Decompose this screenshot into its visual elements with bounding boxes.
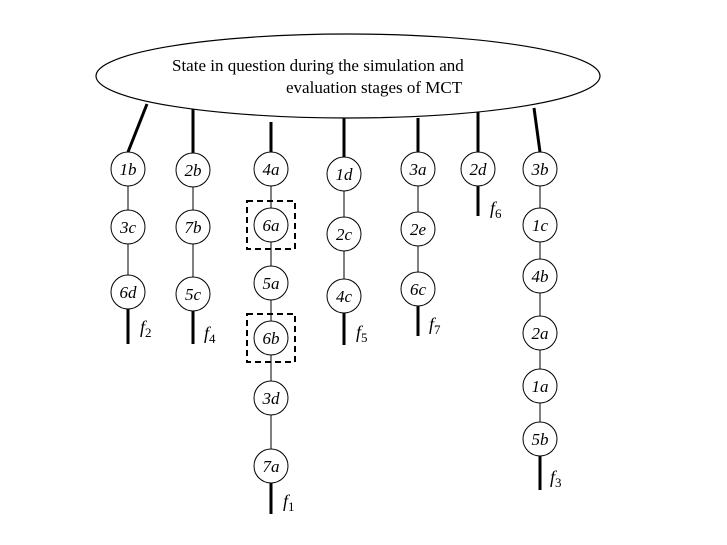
state-node-circle [522,207,558,243]
state-node-label: 3c [119,218,137,237]
terminal-label: f5 [356,322,368,345]
state-node-label: 2d [470,160,488,179]
root-state-text-line2: evaluation stages of MCT [286,78,463,97]
state-node-circle [522,151,558,187]
state-node-label: 7b [185,218,202,237]
terminal-label: f6 [490,198,502,221]
branch-connector [532,107,542,153]
state-node-circle [253,265,289,301]
terminal-label: f7 [429,314,441,337]
state-node-circle [522,315,558,351]
state-node-circle [400,211,436,247]
terminal-label: f1 [283,491,295,514]
state-node-label: 5b [532,430,549,449]
state-node-label: 3b [531,160,549,179]
highlight-box [246,313,296,363]
state-node-label: 3d [262,389,281,408]
state-node-circle [253,380,289,416]
branch-connector [126,103,149,153]
state-node-circle [175,209,211,245]
state-node-circle [110,209,146,245]
terminal-label: f3 [550,467,562,490]
root-state-ellipse [95,33,601,119]
state-node-label: 4c [336,287,353,306]
state-node-circle [110,151,146,187]
state-node-label: 5c [185,285,202,304]
state-node-label: 7a [263,457,280,476]
state-node-label: 2b [185,161,202,180]
state-node-label: 4b [532,267,549,286]
state-node-label: 2a [532,324,549,343]
state-node-circle [400,151,436,187]
state-node-label: 6c [410,280,427,299]
highlight-box [246,200,296,250]
state-node-label: 6b [263,329,280,348]
state-node-label: 6d [120,283,138,302]
state-node-label: 5a [263,274,280,293]
terminal-label: f2 [140,317,152,340]
root-state-text-line1: State in question during the simulation … [172,56,464,75]
state-node-label: 1a [532,377,549,396]
state-node-circle [326,216,362,252]
state-node-circle [522,258,558,294]
state-node-circle [326,156,362,192]
state-node-label: 3a [409,160,427,179]
state-node-label: 1b [120,160,137,179]
state-node-label: 2e [410,220,427,239]
state-node-label: 2c [336,225,353,244]
state-node-circle [253,151,289,187]
state-node-label: 1c [532,216,549,235]
state-node-circle [522,368,558,404]
state-node-label: 1d [336,165,354,184]
state-node-circle [253,320,289,356]
state-node-label: 6a [263,216,280,235]
terminal-label: f4 [204,323,216,346]
state-node-circle [175,152,211,188]
state-node-label: 4a [263,160,280,179]
state-node-circle [253,207,289,243]
